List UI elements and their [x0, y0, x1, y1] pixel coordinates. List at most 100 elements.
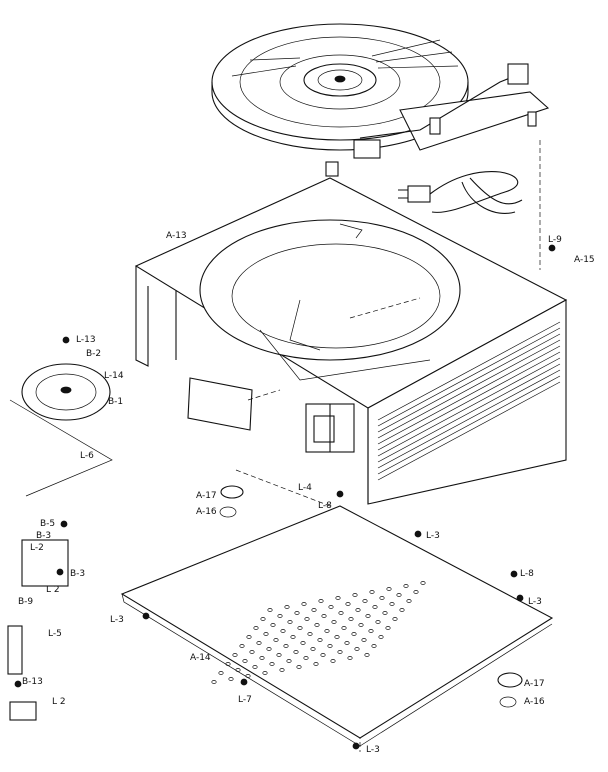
label-l-3-right: L-3	[528, 597, 542, 607]
vent-hole	[252, 665, 258, 669]
label-b-3-upper: B-3	[36, 531, 52, 541]
vent-hole	[239, 644, 245, 648]
connector-block	[9, 701, 37, 721]
vent-hole	[284, 605, 290, 609]
vent-hole	[365, 614, 371, 618]
label-l2-bottom: L 2	[52, 697, 66, 707]
drive-pulley	[21, 363, 111, 421]
vent-hole	[331, 620, 337, 624]
label-b-3-lower: B-3	[70, 569, 86, 579]
vent-hole	[259, 656, 265, 660]
vent-hole	[242, 659, 248, 663]
vent-hole	[369, 590, 375, 594]
vent-hole	[246, 635, 252, 639]
label-l-7: L-7	[238, 695, 252, 705]
vent-hole	[304, 617, 310, 621]
vent-hole	[269, 662, 275, 666]
vent-hole	[378, 635, 384, 639]
label-a-15: A-15	[574, 255, 595, 265]
foot-left	[219, 485, 244, 518]
vent-hole	[273, 638, 279, 642]
vent-holes	[211, 581, 426, 684]
power-cord	[398, 171, 523, 214]
vent-hole	[406, 599, 412, 603]
vent-hole	[341, 626, 347, 630]
vent-hole	[300, 641, 306, 645]
vent-hole	[293, 650, 299, 654]
vent-hole	[320, 653, 326, 657]
vent-hole	[314, 623, 320, 627]
vent-hole	[317, 638, 323, 642]
vent-hole	[301, 602, 307, 606]
vent-hole	[362, 599, 368, 603]
label-l-3-upper: L-3	[426, 531, 440, 541]
vent-hole	[324, 629, 330, 633]
vent-hole	[310, 647, 316, 651]
vent-hole	[267, 608, 273, 612]
vent-hole	[256, 641, 262, 645]
vent-hole	[337, 650, 343, 654]
vent-hole	[361, 638, 367, 642]
vent-hole	[338, 611, 344, 615]
vent-hole	[297, 626, 303, 630]
vent-hole	[287, 620, 293, 624]
vent-hole	[385, 626, 391, 630]
cabinet	[134, 177, 568, 505]
label-l-6: L-6	[80, 451, 94, 461]
vent-hole	[228, 677, 234, 681]
label-b-13: B-13	[22, 677, 43, 687]
vent-hole	[277, 614, 283, 618]
vent-hole	[335, 596, 341, 600]
vent-hole	[358, 623, 364, 627]
vent-hole	[379, 596, 385, 600]
label-a-16-left: A-16	[196, 507, 217, 517]
vent-hole	[283, 644, 289, 648]
label-l-13: L-13	[76, 335, 96, 345]
label-l-14: L-14	[104, 371, 124, 381]
vent-hole	[232, 653, 238, 657]
label-a-16-right: A-16	[524, 697, 545, 707]
vent-hole	[399, 608, 405, 612]
vent-hole	[330, 659, 336, 663]
vent-hole	[307, 632, 313, 636]
label-a-17-left: A-17	[196, 491, 217, 501]
vent-hole	[266, 647, 272, 651]
vent-hole	[260, 617, 266, 621]
foot-right	[497, 672, 523, 708]
vent-hole	[368, 629, 374, 633]
label-b-2: B-2	[86, 349, 102, 359]
vent-hole	[345, 602, 351, 606]
vent-hole	[235, 668, 241, 672]
vent-hole	[364, 653, 370, 657]
label-l-3-left: L-3	[110, 615, 124, 625]
label-a-17-right: A-17	[524, 679, 545, 689]
vent-hole	[386, 587, 392, 591]
vent-hole	[420, 581, 426, 585]
label-l-8-lower: L-8	[520, 569, 534, 579]
label-b-5: B-5	[40, 519, 56, 529]
vent-hole	[328, 605, 334, 609]
vent-hole	[253, 626, 259, 630]
bottom-plate	[120, 505, 554, 747]
vent-hole	[294, 611, 300, 615]
vent-hole	[262, 671, 268, 675]
vent-hole	[413, 590, 419, 594]
vent-hole	[372, 605, 378, 609]
vent-hole	[279, 668, 285, 672]
label-l-8-upper: L-8	[318, 501, 332, 511]
vent-hole	[344, 641, 350, 645]
vent-hole	[403, 584, 409, 588]
label-l-5: L-5	[48, 629, 62, 639]
vent-hole	[355, 608, 361, 612]
label-l-9: L-9	[548, 235, 562, 245]
vent-hole	[382, 611, 388, 615]
drive-belt	[9, 399, 113, 497]
vent-hole	[334, 635, 340, 639]
vent-hole	[318, 599, 324, 603]
vent-hole	[276, 653, 282, 657]
vent-hole	[290, 635, 296, 639]
vent-hole	[280, 629, 286, 633]
label-a-14: A-14	[190, 653, 211, 663]
vent-hole	[296, 665, 302, 669]
